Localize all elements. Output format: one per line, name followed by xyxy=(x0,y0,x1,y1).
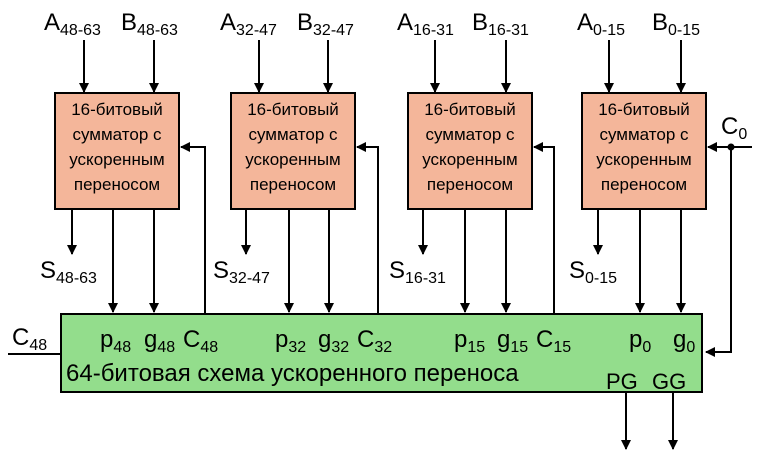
sum-16-31: S16-31 xyxy=(389,257,446,287)
output-pg-label: PG xyxy=(606,369,638,394)
adder-box-48-63 xyxy=(54,92,180,210)
adder-0-line-1: 16-битовый xyxy=(71,100,163,119)
input-a-32-47: A32-47 xyxy=(220,9,277,39)
port-g0: g0 xyxy=(673,326,695,356)
carry-line-c15 xyxy=(533,142,555,313)
input-a-16-31: A16-31 xyxy=(397,9,454,39)
adder-0-line-2: сумматор с xyxy=(73,125,162,144)
adder-1-line-2: сумматор с xyxy=(249,125,338,144)
adder-1-line-1: 16-битовый xyxy=(247,100,339,119)
sum-0-15: S0-15 xyxy=(569,257,617,287)
adder-2-line-2: сумматор с xyxy=(426,125,515,144)
port-p0: p0 xyxy=(629,326,651,356)
adder-box-32-47 xyxy=(230,92,356,210)
port-g32: g32 xyxy=(318,326,349,356)
carry-line-c32 xyxy=(356,142,379,313)
adder-2-line-4: переносом xyxy=(427,175,513,194)
adder-3-line-3: ускоренным xyxy=(596,150,691,169)
output-gg-label: GG xyxy=(652,369,686,394)
adder-box-0-15 xyxy=(581,92,707,210)
adder-2-line-1: 16-битовый xyxy=(424,100,516,119)
port-c15: C15 xyxy=(536,326,571,356)
adder-0-line-3: ускоренным xyxy=(69,150,164,169)
port-c32: C32 xyxy=(357,326,392,356)
input-b-16-31: B16-31 xyxy=(472,9,529,39)
lookahead-title: 64-битовая схема ускоренного переноса xyxy=(66,360,519,387)
input-a-0-15: A0-15 xyxy=(577,9,625,39)
adder-1-line-3: ускоренным xyxy=(245,150,340,169)
input-b-32-47: B32-47 xyxy=(297,9,354,39)
carry-in-branch xyxy=(705,147,732,357)
adder-3-line-1: 16-битовый xyxy=(598,100,690,119)
adder-2-line-3: ускоренным xyxy=(422,150,517,169)
input-b-48-63: B48-63 xyxy=(121,9,178,39)
adder-1-line-4: переносом xyxy=(250,175,336,194)
port-p15: p15 xyxy=(454,326,485,356)
adder-3-line-2: сумматор с xyxy=(600,125,689,144)
port-g48: g48 xyxy=(144,326,175,356)
carry-in-label: C0 xyxy=(721,113,747,143)
input-a-48-63: A48-63 xyxy=(44,9,101,39)
port-p48: p48 xyxy=(100,326,131,356)
port-g15: g15 xyxy=(497,326,528,356)
adder-box-16-31 xyxy=(407,92,533,210)
port-c48: C48 xyxy=(183,326,218,356)
lookahead-unit-box xyxy=(60,313,703,393)
carry-in-junction xyxy=(727,143,735,151)
sum-48-63: S48-63 xyxy=(40,257,97,287)
adder-3-line-4: переносом xyxy=(601,175,687,194)
carry-line-c48 xyxy=(180,142,206,313)
adder-0-line-4: переносом xyxy=(74,175,160,194)
port-p32: p32 xyxy=(275,326,306,356)
carry-out-label: C48 xyxy=(12,324,47,354)
sum-32-47: S32-47 xyxy=(213,257,270,287)
input-b-0-15: B0-15 xyxy=(652,9,700,39)
